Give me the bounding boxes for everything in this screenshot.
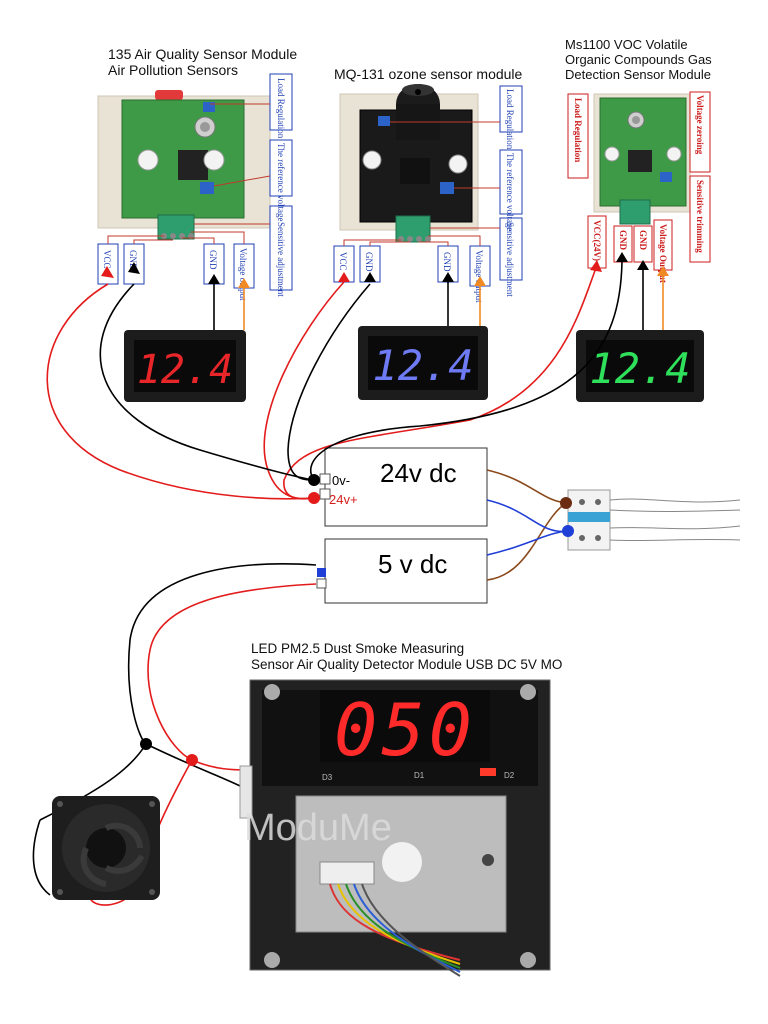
junction-mains-blue (562, 525, 574, 537)
sensor1-title: 135 Air Quality Sensor Module Air Pollut… (108, 46, 297, 78)
wire-arrows (101, 252, 669, 288)
sensor1-title-line1: 135 Air Quality Sensor Module (108, 46, 298, 62)
wires (32, 261, 664, 906)
psu-24v: 24v dc 0v- 24v+ (319, 447, 488, 527)
voltmeter-2-value: 12.4 (372, 341, 473, 390)
sensor3-pin-gnd1: GND (618, 230, 628, 251)
sensor2-pin-vcc: VCC (338, 252, 348, 271)
psu-24v-label: 24v dc (380, 458, 457, 488)
sensor1-module (97, 90, 271, 240)
psu-5v-label: 5 v dc (378, 549, 447, 579)
sensor2-pin-boxes (333, 245, 491, 287)
psu-24v-pos: 24v+ (329, 492, 358, 507)
sensor3-label-zero: Voltage zeroing (695, 95, 705, 155)
sensor1-pin-out: Voltage output (238, 248, 248, 301)
sensor2-label-sens: Sensitive adjustment (505, 222, 515, 297)
junction-mains-brown (560, 497, 572, 509)
sensor2-pin-out: Voltage output (474, 250, 484, 303)
sensor3-label-load: Load Regulation (573, 98, 583, 162)
sensor3-title-line1: Ms1100 VOC Volatile (565, 37, 688, 52)
voltmeter-1: 12.4 (124, 330, 246, 402)
dust-led-d1: D1 (414, 771, 425, 780)
sensor3-label-trim: Sensitive trimming (695, 180, 705, 253)
sensor3-pin-boxes (587, 215, 673, 271)
sensor1-labels (269, 73, 293, 291)
sensor2-title: MQ-131 ozone sensor module (334, 66, 522, 82)
sensor2-labels (499, 85, 523, 281)
dust-sensor-board: 050 D3 D1 D2 ModuMe (239, 679, 551, 977)
sensor2-label-load: Load Regulation (505, 89, 515, 150)
voltmeter-3: 12.4 (576, 330, 704, 402)
dust-led-d2: D2 (504, 771, 515, 780)
sensor1-label-load: Load Regulation (276, 78, 286, 139)
mains-terminal-block (567, 489, 741, 551)
sensor2-title-line1: MQ-131 ozone sensor module (334, 66, 523, 82)
junction-24v-neg (308, 474, 320, 486)
sensor3-labels (567, 91, 711, 263)
dust-title-line2: Sensor Air Quality Detector Module USB D… (251, 656, 563, 672)
voltmeter-2: 12.4 (358, 326, 488, 400)
sensor2-pin-gnd2: GND (442, 252, 452, 272)
sensor1-label-sens: Sensitive adjustment (276, 222, 286, 297)
sensor1-pin-gnd1: GND (128, 250, 138, 270)
sensor1-label-ref: The reference voltage (276, 143, 286, 221)
sensor3-title-line3: Detection Sensor Module (565, 66, 711, 82)
voltmeter-1-value: 12.4 (137, 347, 233, 393)
junction-fan-pos (186, 754, 198, 766)
cooling-fan (52, 796, 160, 900)
sensor3-pin-out: Voltage Output (658, 224, 668, 283)
sensor3-title: Ms1100 VOC Volatile Organic Compounds Ga… (565, 37, 712, 83)
dust-watermark: ModuMe (244, 807, 392, 849)
sensor3-pin-vcc: VCC(24V) (592, 220, 602, 261)
voltmeter-3-value: 12.4 (589, 344, 690, 393)
psu-24v-neg: 0v- (332, 473, 350, 488)
sensor1-pin-vcc: VCC (102, 250, 112, 269)
sensor2-pin-gnd1: GND (364, 252, 374, 272)
sensor3-pin-gnd2: GND (638, 230, 648, 251)
sensor2-module (339, 84, 479, 243)
sensor2-label-ref: The reference voltage (505, 153, 515, 231)
sensor1-pin-gnd2: GND (208, 250, 218, 270)
dust-title: LED PM2.5 Dust Smoke Measuring Sensor Ai… (251, 641, 562, 672)
dust-led-d3: D3 (322, 773, 333, 782)
junction-fan-neg (140, 738, 152, 750)
sensor1-title-line2: Air Pollution Sensors (108, 62, 238, 79)
dust-display-value: 050 (334, 688, 476, 772)
sensor3-title-line2: Organic Compounds Gas (565, 51, 712, 67)
sensor1-pin-boxes (97, 243, 255, 289)
sensor3-module (593, 93, 691, 225)
dust-title-line1: LED PM2.5 Dust Smoke Measuring (251, 641, 465, 656)
psu-5v: 5 v dc (316, 538, 488, 604)
junction-24v-pos (308, 492, 320, 504)
